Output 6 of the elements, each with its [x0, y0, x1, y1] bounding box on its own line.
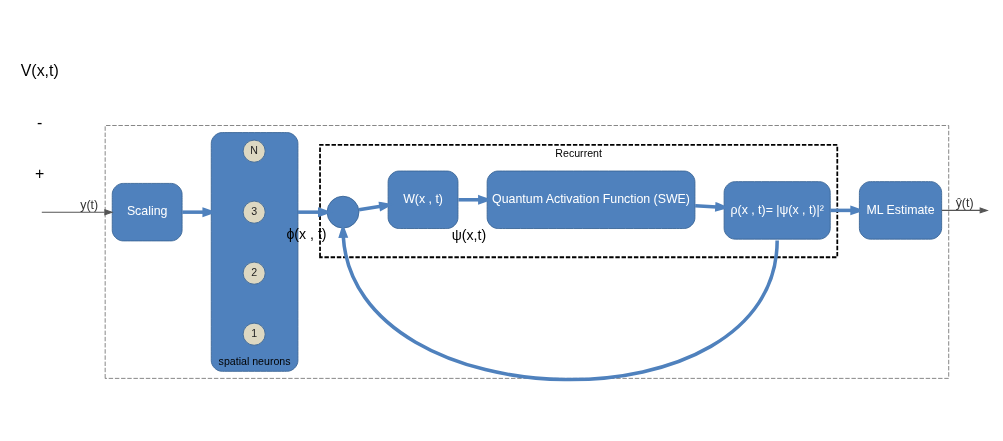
node-label: ψ(x,t): [451, 226, 486, 243]
edge-label: ŷ(t): [955, 195, 974, 210]
label: V(x,t): [20, 61, 59, 79]
edge-label: y(t): [79, 197, 98, 212]
label: +: [34, 164, 44, 182]
label: -: [36, 113, 42, 131]
